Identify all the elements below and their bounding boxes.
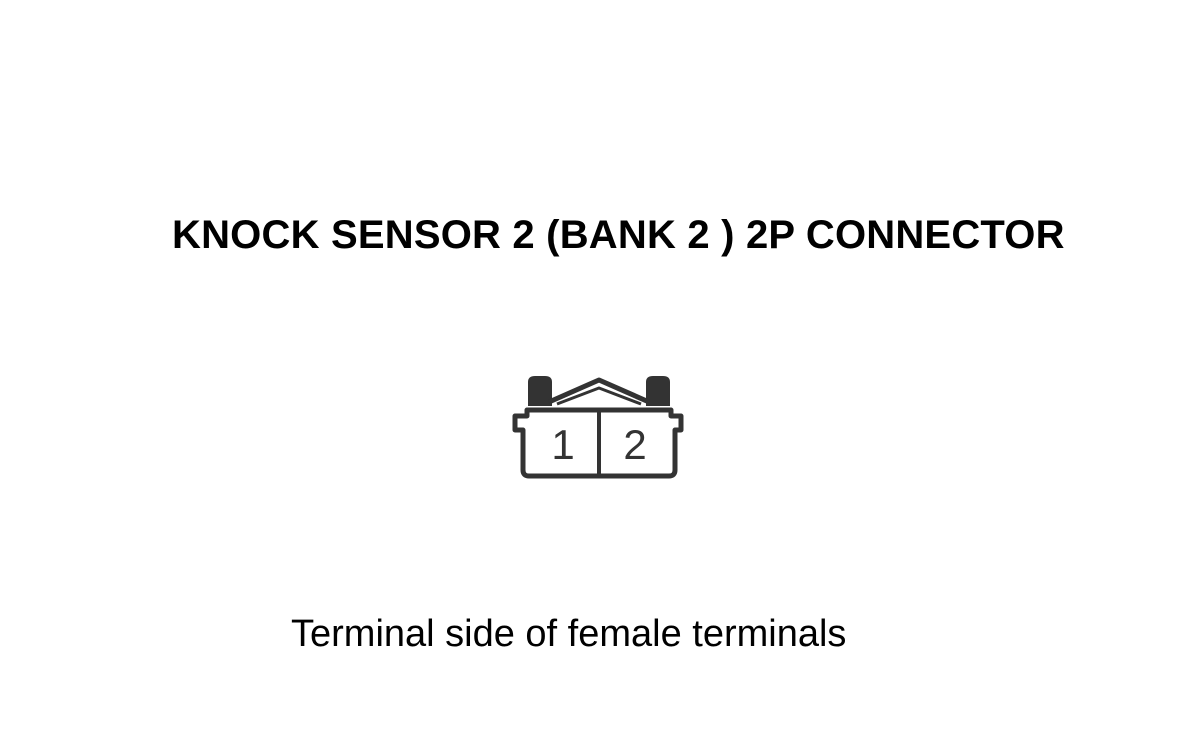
terminal-2-label: 2 [623, 421, 646, 468]
right-latch [646, 376, 670, 406]
terminal-1-label: 1 [551, 421, 574, 468]
connector-diagram: 1 2 [512, 376, 684, 479]
left-latch [528, 376, 552, 406]
connector-roof [547, 377, 651, 405]
connector-caption: Terminal side of female terminals [291, 613, 847, 655]
connector-roof-inner [556, 386, 642, 406]
connector-title: KNOCK SENSOR 2 (BANK 2 ) 2P CONNECTOR [172, 213, 1065, 257]
